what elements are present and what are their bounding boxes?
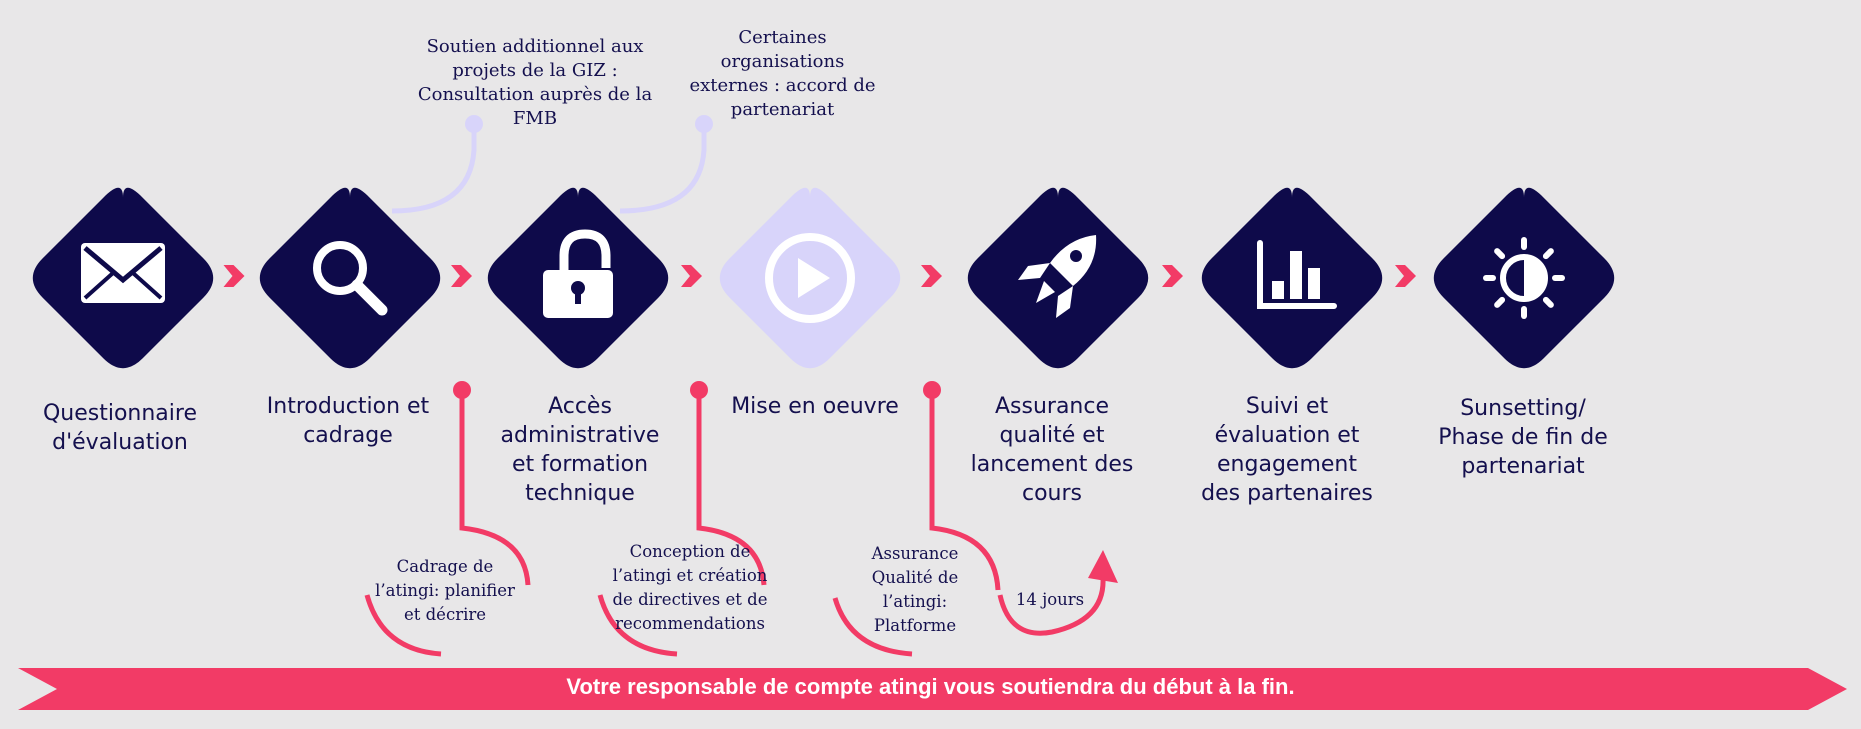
bottom-note: Assurance Qualité de l’atingi: Platforme (871, 544, 959, 635)
step-label: Questionnaire d'évaluation (42, 401, 198, 455)
bar-chart-icon (1257, 240, 1337, 309)
duration-label: 14 jours (1015, 590, 1085, 609)
step-diamond (487, 187, 669, 369)
bottom-connector (832, 381, 1001, 657)
chevron-arrow (921, 265, 942, 287)
half-sun-icon (1483, 237, 1565, 319)
duration-arrowhead (1088, 550, 1118, 583)
banner-text: Votre responsable de compte atingi vous … (566, 674, 1295, 699)
search-icon (313, 241, 388, 316)
diamond-shape (259, 187, 441, 369)
envelope-icon (81, 243, 165, 303)
diamond-shape (967, 187, 1149, 369)
bottom-note: Cadrage de l’atingi: planifier et décrir… (375, 557, 515, 624)
step-label: Suivi et évaluation et engagement des pa… (1201, 394, 1373, 506)
chevron-arrow (223, 265, 245, 287)
chevron-arrow (681, 265, 702, 287)
step-diamond (32, 187, 214, 369)
step-diamond (1433, 187, 1615, 369)
top-note-connector (391, 124, 477, 214)
bottom-note: Conception de l’atingi et création de di… (612, 542, 768, 633)
step-diamond (967, 187, 1149, 369)
step-diamond (1201, 187, 1383, 369)
duration-arrow (997, 577, 1106, 636)
top-note: Certaines organisations externes : accor… (689, 27, 876, 120)
top-note-dot (465, 115, 483, 133)
step-diamond (259, 187, 441, 369)
step-label: Sunsetting/ Phase de fin de partenariat (1438, 396, 1608, 479)
rocket-icon (1018, 235, 1097, 318)
bottom-connector (364, 381, 531, 657)
chevron-arrow (451, 265, 472, 287)
step-label: Accès administrative et formation techni… (500, 394, 660, 506)
bottom-banner (18, 668, 1847, 710)
step-label: Introduction et cadrage (266, 394, 430, 448)
step-label: Assurance qualité et lancement des cours (970, 394, 1134, 506)
play-icon (765, 233, 855, 323)
top-note: Soutien additionnel aux projets de la GI… (417, 36, 653, 129)
chevron-arrow (1162, 265, 1183, 287)
chevron-arrow (1395, 265, 1416, 287)
step-label: Mise en oeuvre (731, 394, 899, 419)
top-note-dot (695, 115, 713, 133)
step-diamond (719, 187, 901, 369)
unlocked-padlock-icon (543, 229, 613, 318)
bottom-connector (597, 381, 767, 657)
top-note-connector (619, 124, 707, 214)
